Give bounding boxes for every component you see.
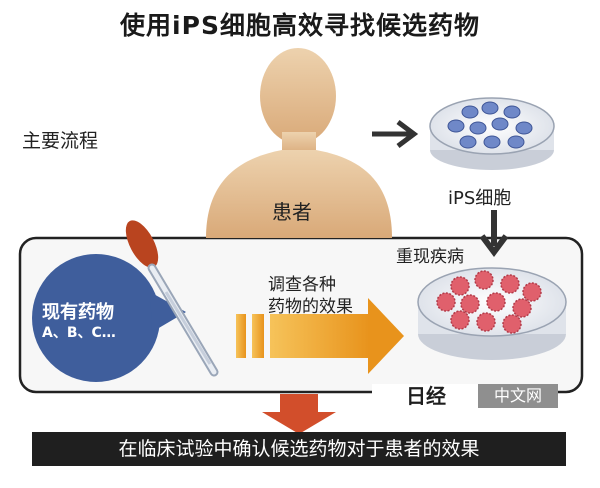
ips-cell (447, 119, 465, 133)
disease-cell (502, 314, 522, 334)
ips-cell (491, 117, 509, 131)
ips-cell (507, 135, 525, 149)
disease-cell (512, 298, 532, 318)
logo-mark: 日经 (406, 384, 446, 408)
ips-cell (469, 121, 487, 135)
arrow-to-disease (479, 210, 509, 257)
disease-cell (474, 270, 494, 290)
investigate-line-2: 药物的效果 (268, 297, 353, 317)
disease-cell (450, 310, 470, 330)
conclusion-arrow (262, 394, 336, 434)
disease-cell (450, 276, 470, 296)
ips-cell (481, 101, 499, 115)
ips-cell-dish (429, 97, 555, 170)
ips-cell (483, 135, 501, 149)
patient-silhouette (206, 48, 392, 238)
diagram-title: 使用iPS细胞高效寻找候选药物 (120, 11, 480, 40)
disease-cell (500, 274, 520, 294)
disease-cell (486, 292, 506, 312)
logo-text: 中文网 (478, 384, 558, 408)
ips-cell (503, 105, 521, 119)
ips-cells-label: iPS细胞 (448, 188, 512, 209)
ips-cell (461, 105, 479, 119)
conclusion-banner: 在临床试验中确认候选药物对于患者的效果 (32, 432, 566, 466)
existing-drugs-label: 现有药物 (42, 302, 114, 323)
patient-label: 患者 (272, 200, 312, 224)
disease-cell (522, 282, 542, 302)
disease-cell-dish (417, 267, 567, 360)
investigate-line-1: 调查各种 (268, 275, 336, 295)
main-process-label: 主要流程 (22, 130, 99, 152)
ips-cell (515, 121, 533, 135)
ips-cell (459, 135, 477, 149)
disease-cell (436, 292, 456, 312)
effect-arrow (236, 298, 404, 374)
reproduce-disease-label: 重现疾病 (396, 247, 464, 267)
arrow-to-ips (372, 120, 419, 148)
disease-cell (476, 312, 496, 332)
dropper-icon (125, 220, 219, 377)
nikkei-logo (372, 384, 478, 408)
disease-cell (460, 294, 480, 314)
investigate-label: 调查各种 药物的效果 (268, 274, 353, 318)
existing-drugs-bubble (32, 254, 186, 382)
drug-list-label: A、B、C… (42, 325, 116, 341)
